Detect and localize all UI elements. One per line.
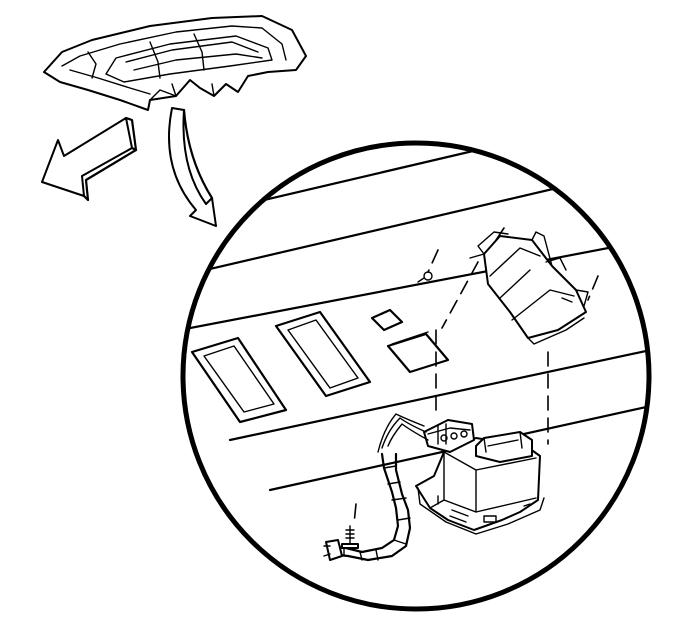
opening-large-2 bbox=[274, 310, 372, 398]
electronic-module bbox=[415, 431, 545, 535]
harness-connector bbox=[423, 419, 475, 453]
module-mounting-bracket bbox=[469, 231, 589, 345]
opening-small-2 bbox=[386, 331, 450, 374]
alignment-lines bbox=[353, 227, 599, 525]
zoom-pointer-arrow bbox=[168, 107, 217, 227]
wiring-harness bbox=[323, 413, 429, 562]
roof-headliner-panel bbox=[43, 15, 307, 111]
detail-circle bbox=[180, 140, 652, 612]
module-retaining-screw bbox=[341, 525, 359, 549]
opening-large-1 bbox=[190, 336, 288, 424]
opening-small-1 bbox=[370, 308, 404, 332]
forward-direction-arrow bbox=[41, 116, 138, 202]
